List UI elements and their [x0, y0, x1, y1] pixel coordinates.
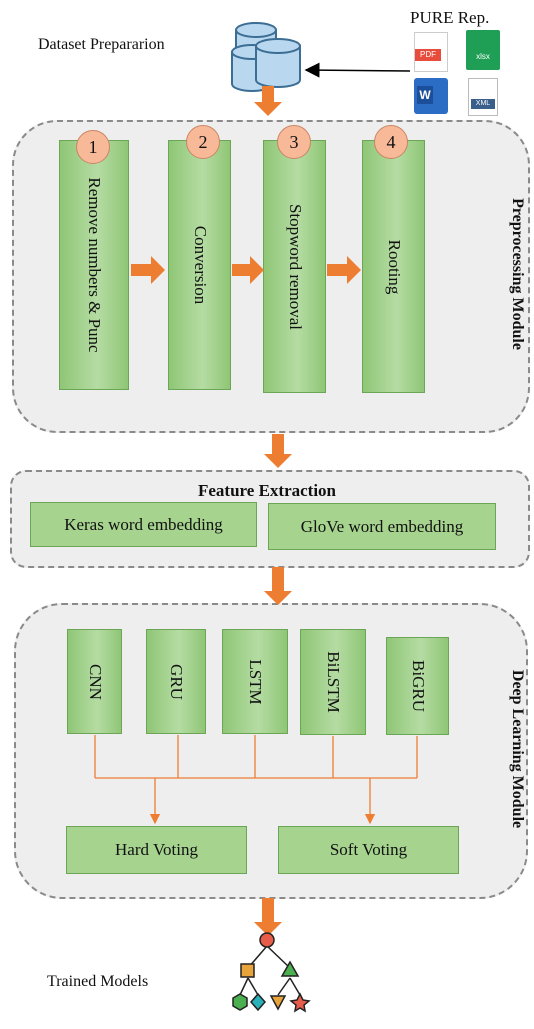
step-box-3: Stopword removal	[263, 140, 326, 393]
arrow-deep-to-out	[254, 898, 282, 936]
glove-embedding-label: GloVe word embedding	[300, 516, 464, 536]
preprocessing-title: Preprocessing Module	[509, 198, 526, 350]
glove-embedding-box: GloVe word embedding	[268, 503, 496, 550]
keras-embedding-box: Keras word embedding	[30, 502, 257, 547]
model-label-gru: GRU	[167, 663, 186, 700]
model-box-bilstm: BiLSTM	[300, 629, 366, 735]
step-label-2: Conversion	[190, 225, 210, 305]
step-number-2: 2	[186, 125, 220, 159]
arrow-feat-to-deep	[264, 567, 292, 605]
model-label-bilstm: BiLSTM	[324, 651, 343, 713]
deep-learning-title: Deep Learning Module	[509, 669, 526, 829]
xlsx-file-icon: xlsx	[466, 30, 500, 70]
soft-voting-box: Soft Voting	[278, 826, 459, 874]
model-box-gru: GRU	[146, 629, 206, 734]
word-file-icon: W	[414, 78, 448, 114]
soft-voting-label: Soft Voting	[329, 840, 408, 859]
model-label-bigru: BiGRU	[408, 660, 428, 712]
xlsx-badge: xlsx	[476, 52, 490, 61]
hard-voting-label: Hard Voting	[115, 840, 198, 859]
arrow-db-to-pre	[254, 86, 282, 116]
model-box-cnn: CNN	[67, 629, 122, 734]
keras-embedding-label: Keras word embedding	[64, 514, 223, 534]
step-box-4: Rooting	[362, 140, 425, 393]
repo-label: PURE Rep.	[410, 8, 490, 27]
step-number-3: 3	[277, 125, 311, 159]
step-number-1: 1	[76, 130, 110, 164]
model-label-lstm: LSTM	[246, 658, 265, 705]
step-label-4: Rooting	[384, 239, 404, 294]
xml-badge: XML	[471, 99, 495, 109]
dataset-label: Dataset Prepararion	[38, 36, 165, 53]
step-label-1: Remove numbers & Punc	[85, 177, 104, 353]
step-box-2: Conversion	[168, 140, 231, 390]
pdf-file-icon: PDF	[414, 32, 448, 72]
pdf-badge: PDF	[415, 49, 441, 61]
step-box-1: Remove numbers & Punc	[59, 140, 129, 390]
feature-title: Feature Extraction	[197, 481, 336, 500]
xml-file-icon: XML	[468, 78, 498, 116]
step-label-3: Stopword removal	[285, 203, 305, 330]
model-label-cnn: CNN	[85, 663, 105, 700]
step-number-4: 4	[374, 125, 408, 159]
model-box-lstm: LSTM	[222, 629, 288, 734]
model-box-bigru: BiGRU	[386, 637, 449, 735]
hard-voting-box: Hard Voting	[66, 826, 247, 874]
repo-to-db-arrow	[304, 62, 411, 78]
trained-models-label: Trained Models	[47, 973, 149, 990]
word-badge: W	[417, 86, 433, 104]
arrow-pre-to-feat	[264, 434, 292, 468]
model-tree-icon	[232, 932, 311, 1013]
